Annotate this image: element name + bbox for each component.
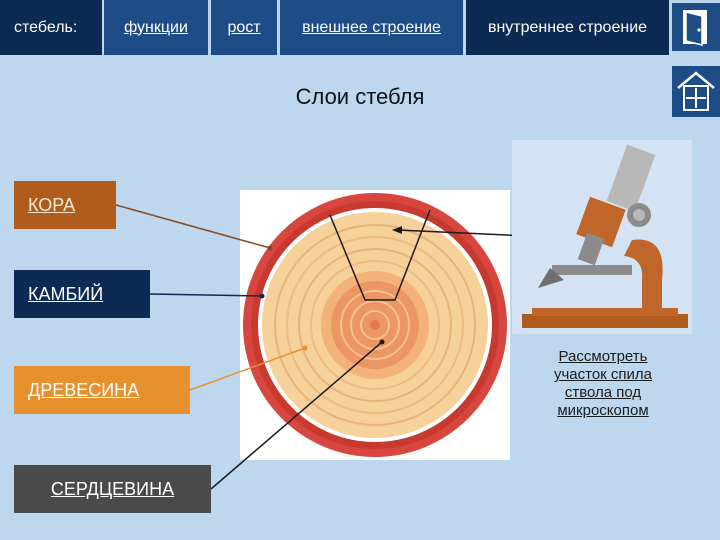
exit-button[interactable] [672,3,720,51]
nav-item-internal-structure-active: внутреннее строение [466,0,669,55]
home-button[interactable] [672,66,720,117]
nav-link-functions[interactable]: функции [104,0,208,55]
page-title: Слои стебля [295,84,425,109]
home-icon [677,71,715,111]
layer-link-cambium[interactable]: КАМБИЙ [14,270,150,318]
nav-section-label: стебель: [0,0,102,55]
top-navigation-bar: стебель: функции рост внешнее строение в… [0,0,720,55]
microscope-caption-link[interactable]: Рассмотреть участок спила ствола под мик… [553,348,653,419]
microscope-button[interactable] [512,140,692,334]
exit-door-icon [683,10,707,46]
layer-link-bark[interactable]: КОРА [14,181,116,229]
tree-stump-cross-section-image [240,190,510,460]
layer-link-pith[interactable]: СЕРДЦЕВИНА [14,465,211,513]
layer-link-wood[interactable]: ДРЕВЕСИНА [14,366,190,414]
nav-link-growth[interactable]: рост [211,0,277,55]
nav-link-external-structure[interactable]: внешнее строение [280,0,463,55]
microscope-icon [522,144,688,328]
